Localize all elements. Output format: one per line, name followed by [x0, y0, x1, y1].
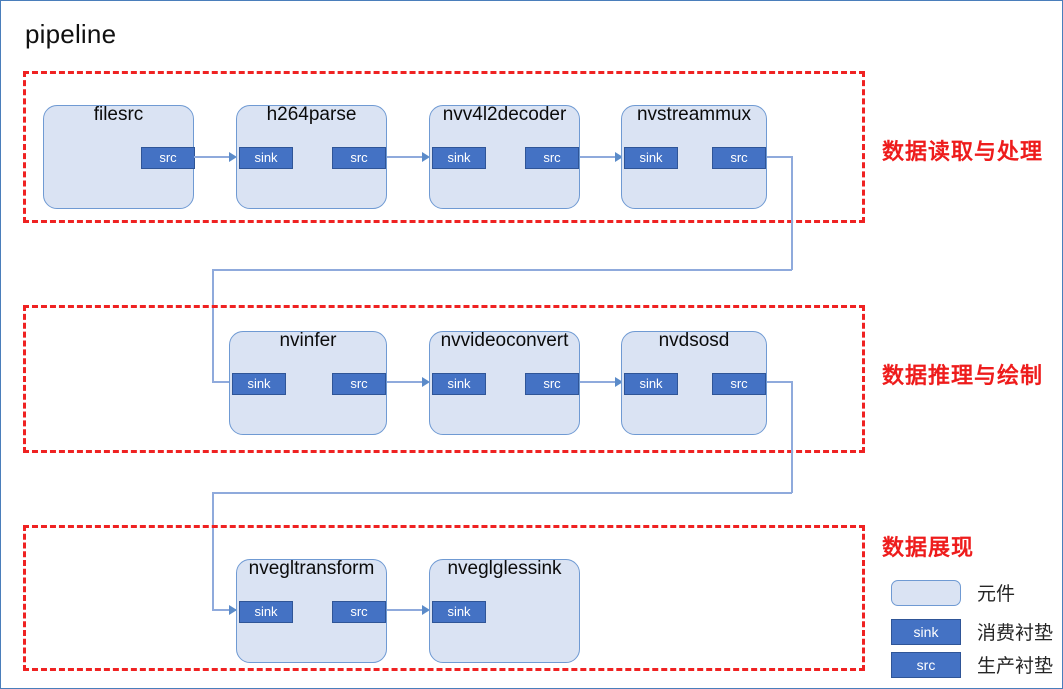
pad-nvinfer-src[interactable]: src [332, 373, 386, 395]
wire-nvdsosd-out-v2 [212, 492, 214, 610]
arrowhead-nveglglessink-sink [422, 605, 430, 615]
pad-nvdsosd-sink[interactable]: sink [624, 373, 678, 395]
legend-row-sink-pad: sink 消费衬垫 [891, 618, 1053, 645]
node-filesrc[interactable]: filesrc src [43, 104, 195, 209]
zone-label-data-display: 数据展现 [882, 535, 975, 560]
node-nveglglessink[interactable]: nveglglessink sink [429, 558, 580, 663]
wire-filesrc-to-h264parse [194, 156, 231, 158]
arrowhead-h264parse-sink [229, 152, 237, 162]
pad-nvegltransform-sink[interactable]: sink [239, 601, 293, 623]
wire-nvdsosd-out-h2 [212, 492, 792, 494]
pad-filesrc-src[interactable]: src [141, 147, 195, 169]
wire-streammux-out-h2 [212, 269, 792, 271]
arrowhead-nvv4l2decoder-sink [422, 152, 430, 162]
legend-row-element: 元件 [891, 579, 1015, 606]
node-label-nvinfer: nvinfer [279, 330, 337, 351]
pad-h264parse-src[interactable]: src [332, 147, 386, 169]
legend-label-src-pad: 生产衬垫 [977, 656, 1054, 677]
wire-nvinfer-to-nvvideoconvert [387, 381, 424, 383]
pad-nvstreammux-sink[interactable]: sink [624, 147, 678, 169]
pad-h264parse-sink[interactable]: sink [239, 147, 293, 169]
pad-nvinfer-sink[interactable]: sink [232, 373, 286, 395]
pad-nvv4l2decoder-sink[interactable]: sink [432, 147, 486, 169]
wire-streammux-out-h3 [212, 381, 236, 383]
node-label-nvvideoconvert: nvvideoconvert [440, 330, 569, 351]
arrowhead-nvdsosd-sink [615, 377, 623, 387]
pad-nvv4l2decoder-src[interactable]: src [525, 147, 579, 169]
pad-nveglglessink-sink[interactable]: sink [432, 601, 486, 623]
node-label-nvdsosd: nvdsosd [658, 330, 730, 351]
wire-streammux-out-h1 [767, 156, 792, 158]
zone-data-read-process [23, 71, 865, 223]
node-nvdsosd[interactable]: nvdsosd sink src [621, 330, 767, 435]
arrowhead-nvegltransform-sink [229, 605, 237, 615]
legend-swatch-element [891, 579, 961, 606]
arrowhead-nvvideoconvert-sink [422, 377, 430, 387]
wire-nvdsosd-out-h1 [767, 381, 792, 383]
node-nvegltransform[interactable]: nvegltransform sink src [236, 558, 387, 663]
wire-nvvideoconvert-to-nvdsosd [580, 381, 617, 383]
node-nvv4l2decoder[interactable]: nvv4l2decoder sink src [429, 104, 580, 209]
legend: 元件 sink 消费衬垫 src 生产衬垫 [891, 579, 1061, 679]
node-label-h264parse: h264parse [266, 104, 357, 125]
wire-streammux-out-v2 [212, 269, 214, 382]
node-label-nvv4l2decoder: nvv4l2decoder [442, 104, 567, 125]
wire-nvdsosd-out-v1 [791, 381, 793, 493]
pad-nvvideoconvert-sink[interactable]: sink [432, 373, 486, 395]
legend-label-sink-pad: 消费衬垫 [977, 623, 1054, 644]
arrowhead-nvstreammux-sink [615, 152, 623, 162]
wire-nvdsosd-out-h3 [212, 609, 236, 611]
wire-h264parse-to-nvv4l2decoder [387, 156, 424, 158]
zone-data-display [23, 525, 865, 671]
legend-swatch-sink-pad: sink [891, 618, 961, 645]
legend-row-src-pad: src 生产衬垫 [891, 651, 1053, 678]
node-label-nveglglessink: nveglglessink [447, 558, 562, 579]
wire-streammux-out-v1 [791, 156, 793, 270]
node-nvinfer[interactable]: nvinfer sink src [229, 330, 387, 435]
node-label-nvstreammux: nvstreammux [636, 104, 752, 125]
wire-nvegltransform-to-nveglglessink [387, 609, 424, 611]
zone-label-data-read-process: 数据读取与处理 [882, 139, 1044, 164]
pad-nvdsosd-src[interactable]: src [712, 373, 766, 395]
node-label-filesrc: filesrc [93, 104, 144, 125]
legend-swatch-src-pad: src [891, 651, 961, 678]
page-title: pipeline [25, 19, 117, 49]
zone-label-data-infer-draw: 数据推理与绘制 [882, 363, 1044, 388]
node-nvstreammux[interactable]: nvstreammux sink src [621, 104, 767, 209]
legend-label-element: 元件 [977, 584, 1016, 605]
node-nvvideoconvert[interactable]: nvvideoconvert sink src [429, 330, 580, 435]
wire-nvv4l2decoder-to-nvstreammux [580, 156, 617, 158]
pad-nvstreammux-src[interactable]: src [712, 147, 766, 169]
pad-nvegltransform-src[interactable]: src [332, 601, 386, 623]
pad-nvvideoconvert-src[interactable]: src [525, 373, 579, 395]
node-h264parse[interactable]: h264parse sink src [236, 104, 387, 209]
node-label-nvegltransform: nvegltransform [248, 558, 375, 579]
zone-data-infer-draw [23, 305, 865, 453]
